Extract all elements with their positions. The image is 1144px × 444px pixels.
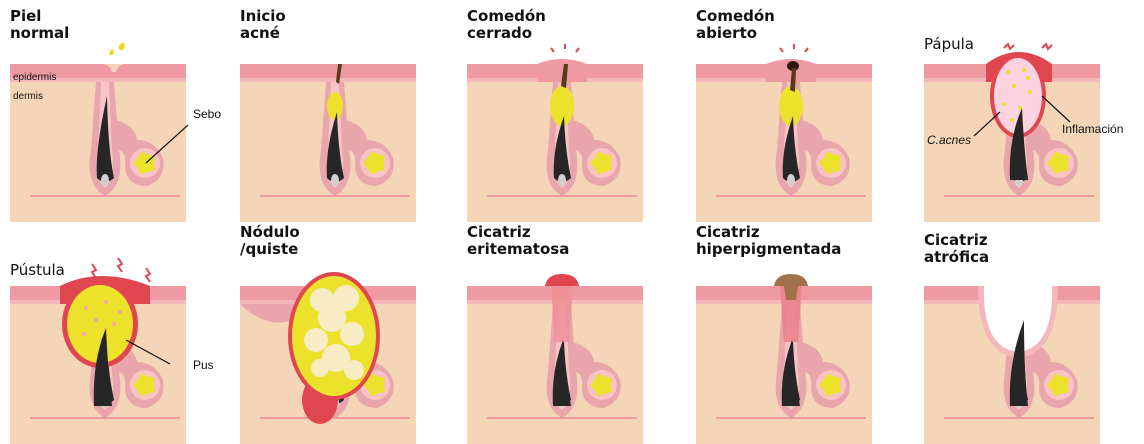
bacteria-dot	[1006, 70, 1010, 74]
label-inflamacion: Inflamación	[1062, 122, 1123, 136]
panel-papula: Pápula C.acnes Inflamación	[924, 0, 1140, 222]
lightning-left	[92, 264, 96, 278]
sebum-drop-right	[118, 42, 125, 50]
diagram-cicatriz-atrofica	[924, 222, 1140, 444]
hair-bulb	[101, 174, 109, 186]
hair-bulb	[787, 174, 795, 186]
scar-bump	[545, 274, 579, 286]
bacteria-dot	[1028, 90, 1032, 94]
panel-cicatriz-hiper: Cicatriz hiperpigmentada	[696, 222, 912, 444]
bacteria-dot	[84, 306, 88, 310]
inflammation-mark-left	[1004, 44, 1014, 49]
diagram-cicatriz-eritematosa	[467, 222, 683, 444]
bacteria-dot	[94, 318, 98, 322]
diagram-inicio-acne	[240, 0, 456, 222]
lightning-right	[146, 268, 150, 282]
hair-bulb	[331, 174, 339, 186]
bacteria-dot	[1012, 84, 1016, 88]
diagram-pustula	[10, 222, 226, 444]
inflammation-mark-right	[1042, 44, 1052, 49]
bacteria-dot	[104, 300, 108, 304]
label-sebo: Sebo	[193, 107, 221, 121]
spark-right	[805, 48, 808, 52]
bacteria-dot	[1022, 68, 1026, 72]
panel-piel-normal: Piel normal epidermis dermis Sebo	[10, 0, 226, 222]
hair-bulb	[558, 174, 566, 186]
panel-comedon-abierto: Comedón abierto	[696, 0, 912, 222]
label-dermis: dermis	[13, 91, 43, 102]
panel-pustula: Pústula Pus	[10, 222, 226, 444]
epidermis-edge	[240, 78, 416, 82]
pus-cluster	[311, 359, 329, 377]
panel-inicio-acne: Inicio acné	[240, 0, 456, 222]
bacteria-dot	[1026, 76, 1030, 80]
sebum-plug	[327, 92, 343, 120]
diagram-comedon-cerrado	[467, 0, 683, 222]
bump	[537, 59, 587, 82]
diagram-cicatriz-hiper	[696, 222, 912, 444]
spark-left	[780, 48, 783, 52]
bacteria-dot	[1010, 118, 1014, 122]
pus-cluster	[340, 322, 364, 346]
label-epidermis: epidermis	[13, 72, 56, 83]
bacteria-dot	[118, 310, 122, 314]
pus-cluster	[304, 328, 328, 352]
diagram-comedon-abierto	[696, 0, 912, 222]
sebum-plug	[779, 86, 803, 126]
label-cacnes: C.acnes	[927, 133, 971, 147]
spark-right	[576, 48, 579, 52]
sebum-plug	[550, 86, 574, 126]
bacteria-dot	[82, 332, 86, 336]
panel-cicatriz-atrofica: Cicatriz atrófica	[924, 222, 1140, 444]
lightning-mid	[118, 258, 122, 272]
panel-cicatriz-eritematosa: Cicatriz eritematosa	[467, 222, 683, 444]
panel-nodulo: Nódulo /quiste	[240, 222, 456, 444]
sebum-drop-left	[109, 49, 114, 55]
diagram-papula	[924, 0, 1140, 222]
label-pus: Pus	[193, 358, 214, 372]
spark-left	[551, 48, 554, 52]
panel-comedon-cerrado: Comedón cerrado	[467, 0, 683, 222]
diagram-nodulo	[240, 222, 456, 444]
pus-cluster	[344, 360, 364, 380]
bacteria-dot	[112, 322, 116, 326]
bacteria-dot	[1002, 102, 1006, 106]
